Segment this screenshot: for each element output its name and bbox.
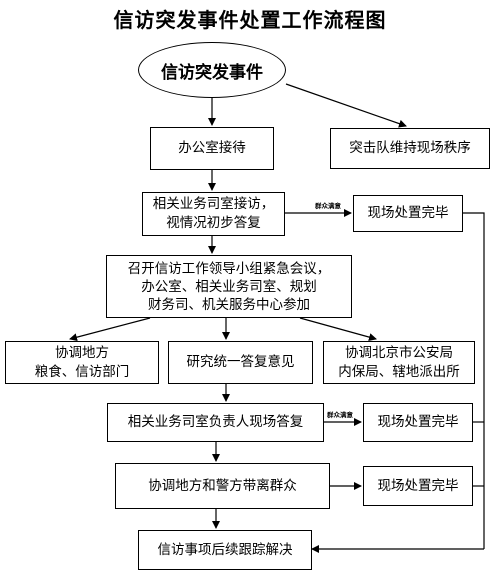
done3-label: 现场处置完毕 [377, 477, 459, 494]
start-node: 信访突发事件 [138, 42, 286, 98]
coord-remove-label: 协调地方和警方带离群众 [148, 477, 297, 494]
coord-local-label: 协调地方 粮食、信访部门 [34, 344, 130, 380]
done2-label: 现场处置完毕 [377, 414, 459, 430]
arrow-meeting-to-coord-police [299, 317, 377, 341]
dept-head-reply-label: 相关业务司室负责人现场答复 [127, 414, 304, 430]
study-label: 研究统一答复意见 [186, 354, 295, 370]
satisfied-label-2: 群众满意 [327, 411, 353, 419]
meeting-box: 召开信访工作领导小组紧急会议， 办公室、相关业务司室、规划 财务司、机关服务中心… [106, 255, 352, 318]
dept-head-reply-box: 相关业务司室负责人现场答复 [107, 403, 324, 442]
study-box: 研究统一答复意见 [168, 341, 313, 384]
office-reception-box: 办公室接待 [150, 127, 274, 170]
office-reception-label: 办公室接待 [178, 140, 246, 156]
meeting-label: 召开信访工作领导小组紧急会议， 办公室、相关业务司室、规划 财务司、机关服务中心… [127, 260, 331, 313]
return-line-done1 [463, 212, 485, 549]
arrow-start-to-police-team [285, 83, 407, 128]
follow-up-label: 信访事项后续跟踪解决 [157, 541, 293, 558]
coord-police-box: 协调北京市公安局 内保局、辖地派出所 [323, 341, 475, 384]
police-team-box: 突击队维持现场秩序 [330, 128, 490, 169]
coord-police-label: 协调北京市公安局 内保局、辖地派出所 [338, 344, 460, 380]
arrow-meeting-to-coord-local [69, 317, 151, 342]
done1-box: 现场处置完毕 [353, 195, 463, 232]
police-team-label: 突击队维持现场秩序 [349, 140, 471, 156]
dept-reception-box: 相关业务司室接访， 视情况初步答复 [142, 192, 285, 236]
start-node-label: 信访突发事件 [161, 62, 263, 83]
page-title: 信访突发事件处置工作流程图 [113, 8, 387, 32]
done2-box: 现场处置完毕 [363, 403, 473, 442]
satisfied-label-1: 群众满意 [315, 202, 341, 210]
done1-label: 现场处置完毕 [367, 205, 449, 221]
done3-box: 现场处置完毕 [363, 466, 473, 506]
coord-remove-box: 协调地方和警方带离群众 [115, 463, 330, 509]
dept-reception-label: 相关业务司室接访， 视情况初步答复 [152, 196, 275, 231]
follow-up-box: 信访事项后续跟踪解决 [138, 530, 312, 570]
coord-local-box: 协调地方 粮食、信访部门 [5, 341, 159, 384]
